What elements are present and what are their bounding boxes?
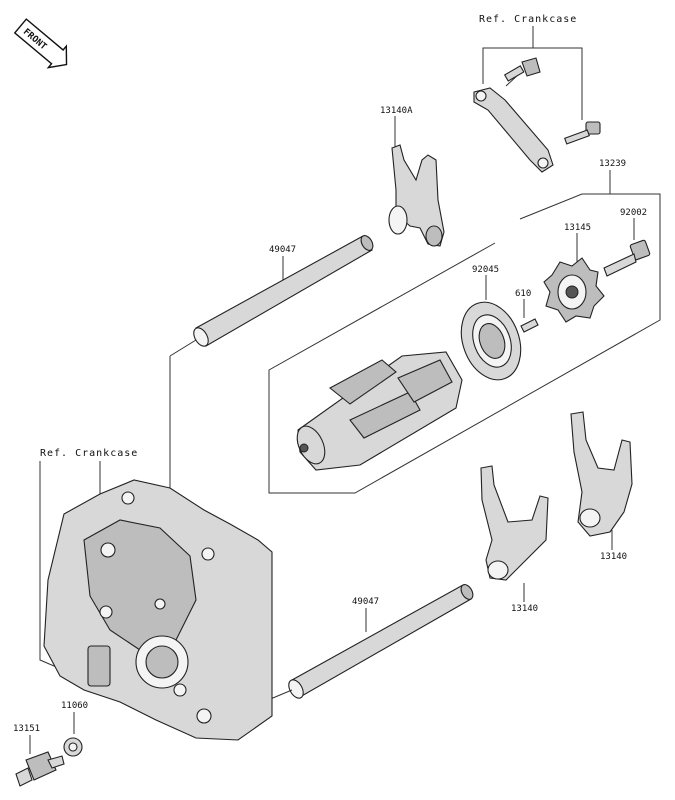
ref-crankcase-left-label: Ref. Crankcase (40, 448, 138, 459)
shift-rod-49047-top (193, 235, 374, 347)
front-direction-badge: FRONT (13, 18, 68, 69)
part-13140A-label: 13140A (380, 106, 413, 116)
part-13140-right-label: 13140 (600, 552, 627, 562)
bracket-plate (473, 87, 554, 173)
part-13145-label: 13145 (564, 223, 591, 233)
shift-rod-49047-bottom (288, 584, 474, 699)
shift-fork-13140A (388, 144, 445, 247)
pin-610 (520, 318, 539, 333)
ref-crankcase-top-label: Ref. Crankcase (479, 14, 577, 25)
shift-fork-13140-mid (480, 465, 549, 581)
part-13140-mid-label: 13140 (511, 604, 538, 614)
part-610-label: 610 (515, 289, 531, 299)
shift-fork-13140-right (570, 411, 633, 537)
part-49047-top-label: 49047 (269, 245, 296, 255)
screw-top (503, 57, 541, 87)
part-11060-label: 11060 (61, 701, 88, 711)
part-13151-label: 13151 (13, 724, 40, 734)
part-13239-label: 13239 (599, 159, 626, 169)
screw-right (563, 121, 601, 145)
bearing-92045 (460, 301, 522, 381)
neutral-switch-13151 (15, 751, 65, 787)
shift-drum (296, 351, 463, 471)
part-92045-label: 92045 (472, 265, 499, 275)
crankcase-housing (43, 479, 273, 741)
part-49047-bottom-label: 49047 (352, 597, 379, 607)
bolt-92002 (603, 239, 651, 277)
part-92002-label: 92002 (620, 208, 647, 218)
shift-cam-13145 (543, 257, 605, 323)
washer-11060 (63, 737, 83, 757)
assembly-box-13239 (268, 193, 661, 494)
